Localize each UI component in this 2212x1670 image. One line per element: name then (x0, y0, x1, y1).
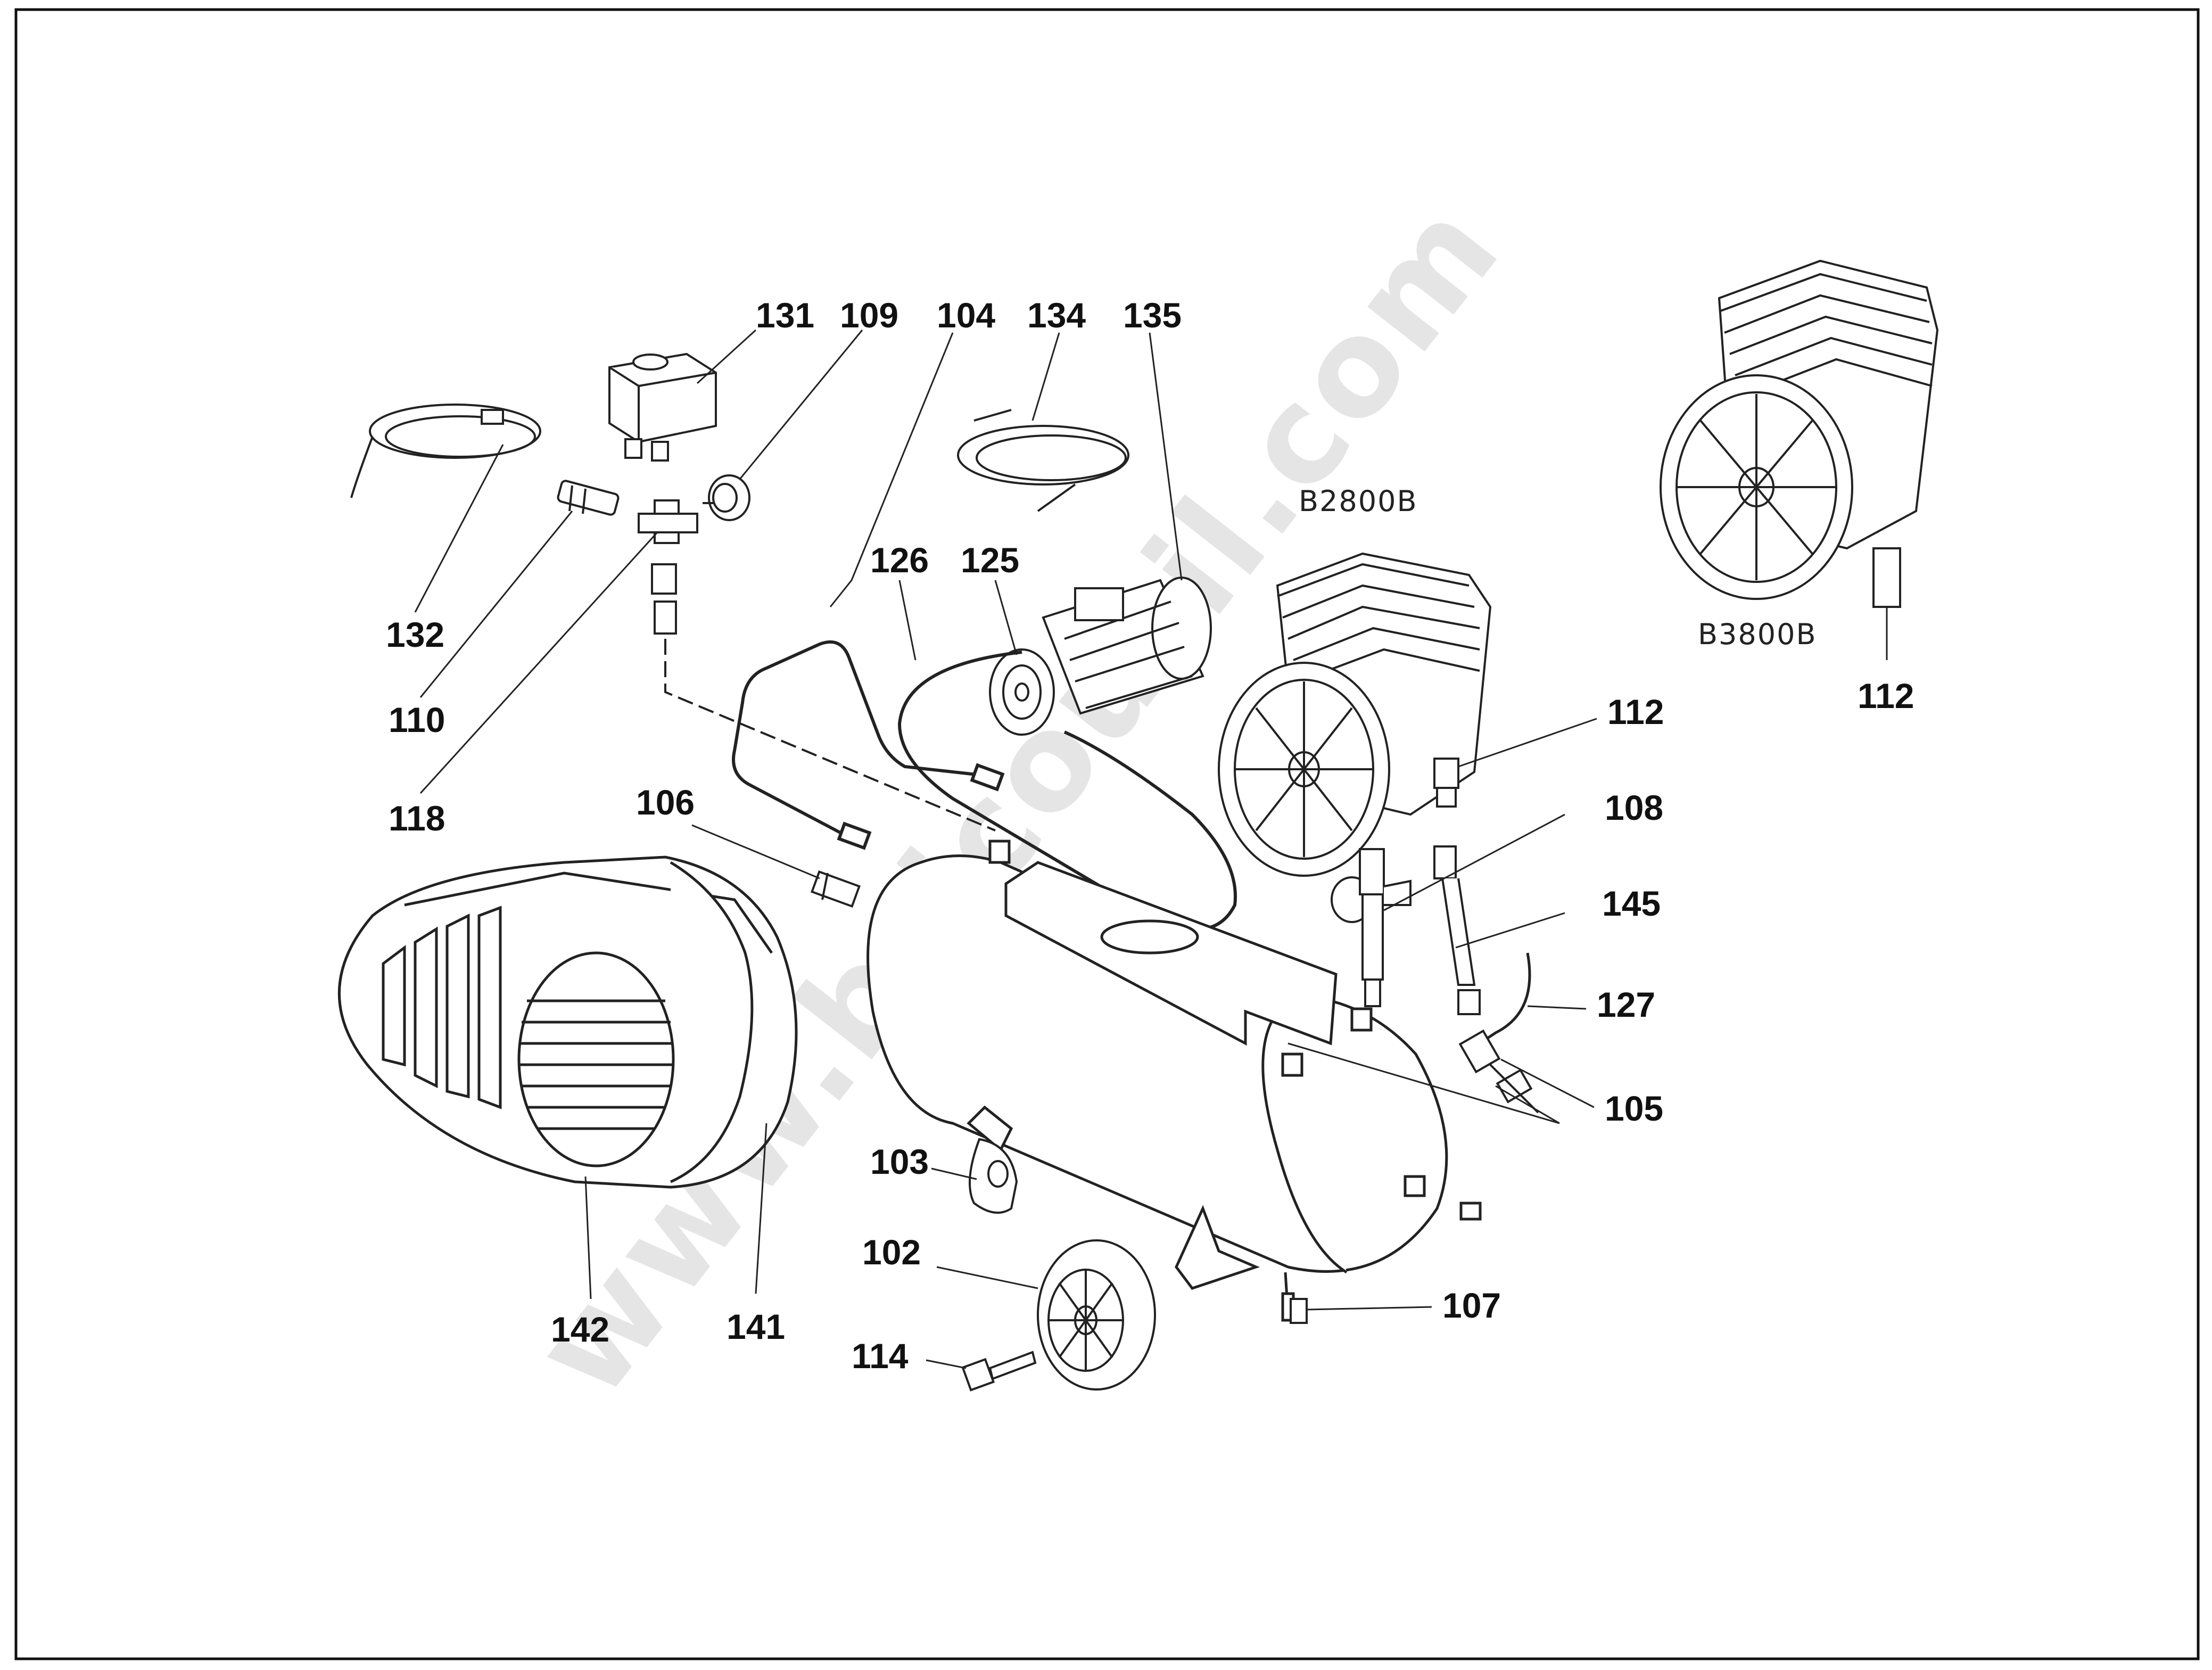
electric-motor-135 (1043, 578, 1211, 713)
wheel-102 (1038, 1240, 1155, 1389)
part-label-141: 141 (727, 1307, 785, 1346)
part-label-126: 126 (870, 540, 929, 580)
pressure-switch-131 (609, 354, 716, 460)
part-label-105: 105 (1605, 1089, 1663, 1128)
part-label-109: 109 (840, 295, 898, 335)
power-cable-132 (351, 405, 540, 498)
part-label-106: 106 (636, 783, 695, 822)
tube-127 (1480, 953, 1530, 1043)
part-label-103: 103 (870, 1142, 929, 1181)
fitting-112-a (1434, 759, 1458, 807)
part-label-145: 145 (1602, 884, 1661, 923)
pressure-gauge-109 (703, 475, 749, 520)
compressor-pump-b3800b (1661, 261, 1937, 607)
drain-plug-107 (1291, 1299, 1307, 1323)
page-border (14, 8, 2200, 1660)
safety-valve-108 (1332, 849, 1410, 1006)
part-label-104: 104 (937, 295, 995, 335)
connector-106 (812, 872, 860, 907)
model-label-b3800b: B3800B (1698, 618, 1817, 651)
motor-pulley-125 (990, 649, 1054, 735)
part-label-131: 131 (756, 295, 814, 335)
part-label-118: 118 (389, 799, 445, 838)
part-label-142: 142 (551, 1310, 609, 1349)
part-label-125: 125 (961, 540, 1019, 580)
leader-lines (414, 329, 1888, 1369)
part-label-110: 110 (389, 700, 445, 739)
part-label-134: 134 (1027, 295, 1086, 335)
part-label-112-b2800b: 112 (1607, 692, 1664, 731)
belt-guard-142 (339, 857, 796, 1187)
part-label-108: 108 (1605, 788, 1663, 827)
wheel-bracket-103 (970, 1139, 1017, 1213)
cross-fitting-118 (639, 500, 995, 830)
model-label-b2800b: B2800B (1299, 484, 1418, 518)
bolt-114 (963, 1352, 1035, 1390)
part-label-135: 135 (1123, 295, 1182, 335)
delivery-pipe-104 (733, 642, 1003, 848)
check-valve-110 (557, 480, 620, 515)
part-label-127: 127 (1597, 985, 1655, 1024)
compressor-pump-b2800b (1219, 554, 1490, 876)
part-label-102: 102 (862, 1232, 921, 1272)
part-label-112-b3800b: 112 (1858, 676, 1914, 715)
air-tank (868, 841, 1480, 1320)
motor-cable-134 (958, 410, 1128, 511)
part-label-114: 114 (852, 1336, 909, 1376)
part-label-107: 107 (1442, 1286, 1501, 1325)
drain-valve-105 (1460, 1031, 1538, 1113)
part-label-132: 132 (386, 615, 444, 654)
